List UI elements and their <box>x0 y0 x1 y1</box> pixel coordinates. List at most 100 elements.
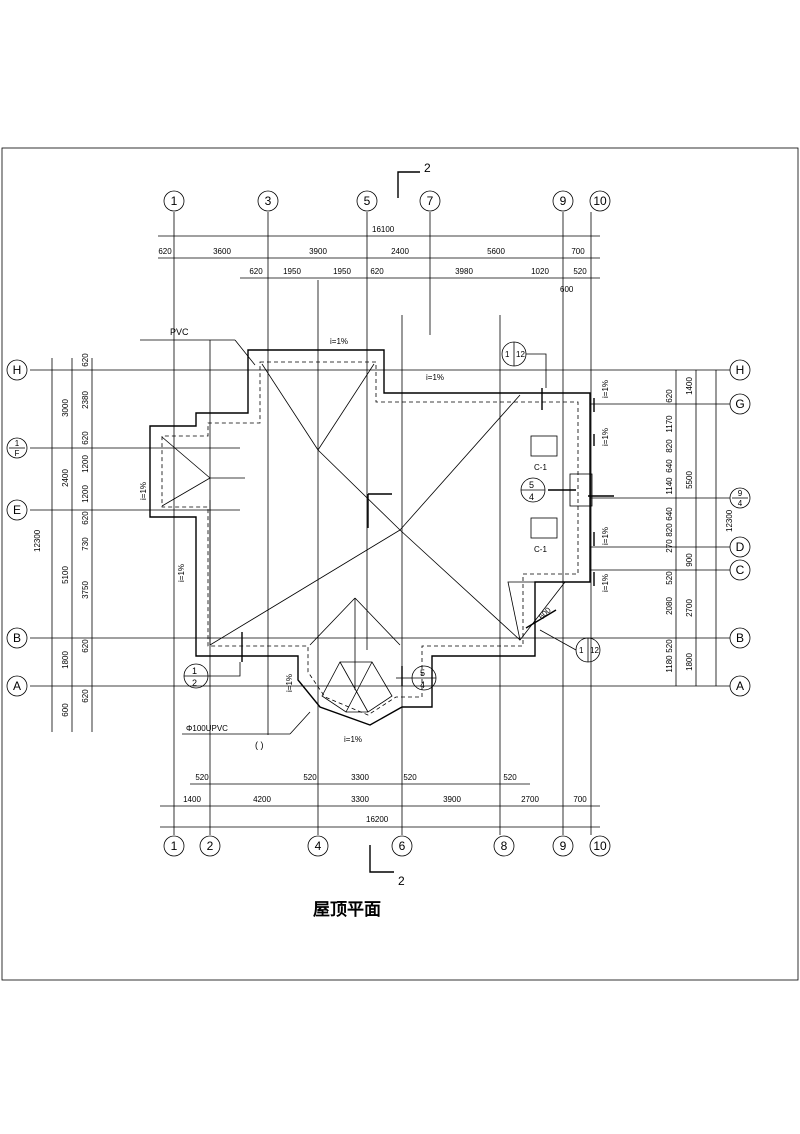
dim-right-inner-text: 2080 <box>665 597 674 615</box>
slope-note-left-lower: i=1% <box>177 564 186 582</box>
dim-left-inner-text: 1200 <box>81 485 90 503</box>
svg-text:4: 4 <box>529 492 534 502</box>
axis-bottom-2-circle <box>199 835 221 857</box>
svg-text:4: 4 <box>420 680 425 690</box>
dim-right-inner-text: 520 <box>665 571 674 585</box>
axis-top-10-label: 10 <box>593 194 607 208</box>
dim-right-inner-text: 1180 <box>665 655 674 673</box>
axis-top-5-circle <box>356 190 378 212</box>
axis-left-E-circle <box>6 499 28 521</box>
roof-hip-lines <box>161 363 566 713</box>
axis-left-A-label: A <box>13 679 21 693</box>
axis-grid-vertical <box>173 212 592 835</box>
dim-right-inner-text: 620 <box>665 389 674 403</box>
dim-left-mid-text: 2400 <box>61 469 70 487</box>
dim-right-inner-text: 270 <box>665 539 674 553</box>
dim-right-inner-text: 640 <box>665 507 674 521</box>
axis-bottom-4-label: 4 <box>315 839 322 853</box>
dim-top-row1-text: 2400 <box>391 247 409 256</box>
drain-bracket: ( ) <box>255 740 264 750</box>
section-mark-top-label: 2 <box>424 161 431 175</box>
dim-right-inner-text: 640 <box>665 459 674 473</box>
dim-right-mid-text: 2700 <box>685 599 694 617</box>
dim-left-mid-text: 1800 <box>61 651 70 669</box>
dim-right-inner-text: 1140 <box>665 477 674 495</box>
dim-right-inner-text: 520 <box>665 639 674 653</box>
axis-bottom-8-label: 8 <box>501 839 508 853</box>
axis-right-A-circle <box>729 675 751 697</box>
dim-bottom-row2-text: 520 <box>403 773 417 782</box>
slope-note-right-3: i=1% <box>601 527 610 545</box>
dim-top-row1-text: 3900 <box>309 247 327 256</box>
axis-right-9-4-circle <box>729 487 751 509</box>
axis-left-B-label: B <box>13 631 21 645</box>
slope-note-top: i=1% <box>330 337 348 346</box>
slope-note-bottom: i=1% <box>344 735 362 744</box>
slope-note-right-1: i=1% <box>601 380 610 398</box>
dim-top-row1-text: 620 <box>158 247 172 256</box>
window-label-upper: C-1 <box>534 463 547 472</box>
axis-left-H-circle <box>6 359 28 381</box>
drain-note: Φ100UPVC <box>186 724 228 733</box>
axis-top-10-circle <box>589 190 611 212</box>
dim-top-row2-text: 520 <box>573 267 587 276</box>
axis-top-9-circle <box>552 190 574 212</box>
dim-left-mid-text: 3000 <box>61 399 70 417</box>
dims-left-mid: 3000 2400 5100 1800 600 <box>61 399 70 717</box>
dim-left-mid-text: 5100 <box>61 566 70 584</box>
axis-right-G-circle <box>729 393 751 415</box>
dim-top-row1-text: 5600 <box>487 247 505 256</box>
detail-ref-1-2: 1 2 <box>183 662 241 689</box>
pvc-note: PVC <box>170 327 189 337</box>
axis-left-B-circle <box>6 627 28 649</box>
axis-bottom-9-circle <box>552 835 574 857</box>
skylight-c1-upper: C-1 <box>530 435 558 472</box>
axis-right-C-circle <box>729 559 751 581</box>
dim-left-inner-text: 620 <box>81 511 90 525</box>
dim-top-row2-text: 1950 <box>283 267 301 276</box>
axis-top-7-circle <box>419 190 441 212</box>
svg-text:2: 2 <box>192 678 197 688</box>
window-label-lower: C-1 <box>534 545 547 554</box>
dim-bottom-row1-text: 700 <box>573 795 587 804</box>
axis-bottom-8-circle <box>493 835 515 857</box>
section-mark-top: 2 <box>397 161 431 198</box>
dim-bottom-row2-text: 3300 <box>351 773 369 782</box>
axis-right-9-4-num: 9 <box>738 489 743 498</box>
drawing-title: 屋顶平面 <box>313 900 381 919</box>
slope-note-upper: i=1% <box>426 373 444 382</box>
skylight-c1-lower: C-1 <box>530 517 558 554</box>
svg-text:12: 12 <box>590 646 599 655</box>
svg-text:1: 1 <box>192 666 197 676</box>
axis-top-3-label: 3 <box>265 194 272 208</box>
dim-600-top: 600 <box>560 285 574 294</box>
axis-top-5-label: 5 <box>364 194 371 208</box>
slope-note-left: i=1% <box>139 482 148 500</box>
dim-bottom-row1-text: 3900 <box>443 795 461 804</box>
axis-left-E-label: E <box>13 503 21 517</box>
dim-top-row2-text: 3980 <box>455 267 473 276</box>
roof-outline <box>149 349 591 726</box>
axis-bottom-1-label: 1 <box>171 839 178 853</box>
dim-bottom-row1-text: 1400 <box>183 795 201 804</box>
axis-top-9-label: 9 <box>560 194 567 208</box>
axis-right-B-label: B <box>736 631 744 645</box>
slope-note-bottom-left: i=1% <box>285 674 294 692</box>
axis-left-1-F-num: 1 <box>15 439 20 448</box>
dim-bottom-row1-text: 3300 <box>351 795 369 804</box>
axis-bottom-9-label: 9 <box>560 839 567 853</box>
dim-right-mid-text: 900 <box>685 553 694 567</box>
svg-text:5: 5 <box>529 480 534 490</box>
svg-text:5: 5 <box>420 668 425 678</box>
dim-left-mid-text: 600 <box>61 703 70 717</box>
axis-right-C-label: C <box>736 563 745 577</box>
axis-bottom-2-label: 2 <box>207 839 214 853</box>
dim-top-row1-text: 700 <box>571 247 585 256</box>
axis-bottom-4-circle <box>307 835 329 857</box>
